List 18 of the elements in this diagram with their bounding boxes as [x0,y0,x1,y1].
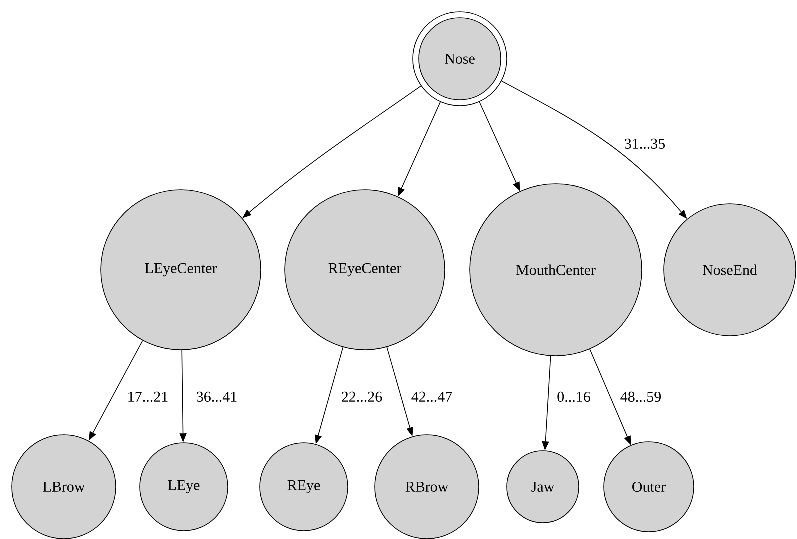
circle-node: MouthCenter [470,184,642,356]
edge-label: 42...47 [410,390,454,404]
circle-node: REye [260,442,348,532]
circle-node: NoseEnd [664,204,796,336]
circle-node: LEyeCenter [100,190,262,350]
edge-label: 22...26 [340,390,384,404]
circle-node: LBrow [12,434,116,539]
edge-label: 48...59 [619,390,663,404]
circle-node: REyeCenter [284,190,446,350]
edge-label: 36...41 [195,390,239,404]
circle-node: RBrow [374,434,480,539]
circle-node: Jaw [506,450,580,524]
circle-node: Outer [604,442,694,532]
edge-label: 0...16 [556,390,592,404]
circle-node: Nose [412,12,508,106]
edge-label: 17...21 [126,390,170,404]
circle-node: LEye [140,442,228,532]
edge-label: 31...35 [623,138,667,150]
